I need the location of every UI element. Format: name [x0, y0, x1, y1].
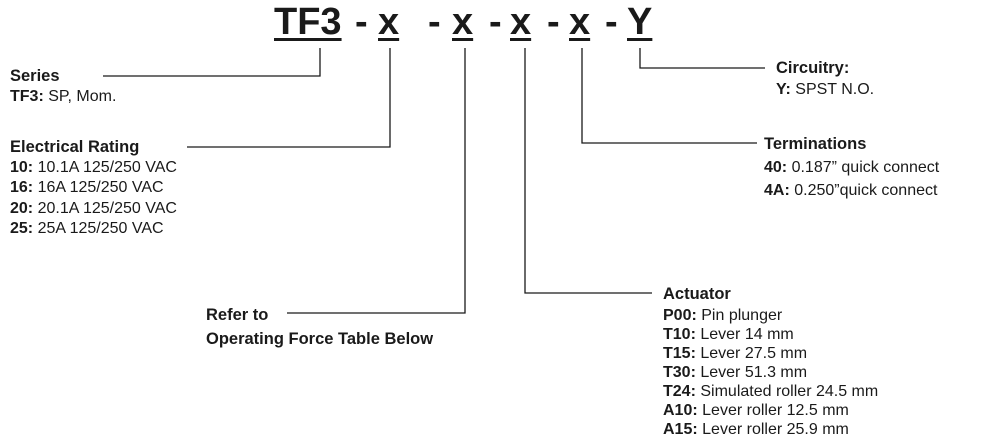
terminations-heading: Terminations — [764, 135, 867, 153]
code-terminations: x — [569, 1, 591, 43]
code-dash: - — [428, 1, 441, 43]
actuator-row: T15: Lever 27.5 mm — [663, 345, 808, 362]
code-actuator: x — [510, 1, 532, 43]
rating-connector — [187, 48, 391, 148]
terminations-row: 4A: 0.250”quick connect — [764, 182, 938, 199]
code-rating: x — [378, 1, 400, 43]
series-row: TF3: SP, Mom. — [10, 87, 117, 105]
actuator-row: T24: Simulated roller 24.5 mm — [663, 383, 879, 400]
actuator-connector — [524, 48, 652, 294]
rating-row: 16: 16A 125/250 VAC — [10, 179, 164, 196]
code-dash: - — [355, 1, 368, 43]
circuitry-row: Y: SPST N.O. — [776, 81, 875, 98]
rating-row: 20: 20.1A 125/250 VAC — [10, 199, 177, 217]
terminations-block: Terminations 40: 0.187” quick connect 4A… — [764, 133, 939, 202]
rating-row: 25: 25A 125/250 VAC — [10, 220, 164, 237]
terminations-connector — [581, 48, 757, 144]
code-force: x — [452, 1, 474, 43]
rating-heading: Electrical Rating — [10, 138, 140, 156]
actuator-row: A15: Lever roller 25.9 mm — [663, 421, 849, 438]
circuitry-heading: Circuitry: — [776, 59, 850, 77]
series-connector — [103, 48, 321, 77]
code-dash: - — [547, 1, 560, 43]
code-dash: - — [605, 1, 618, 43]
refer-line1: Refer to — [206, 306, 269, 324]
connector-lines — [103, 48, 765, 314]
actuator-row: A10: Lever roller 12.5 mm — [663, 402, 849, 419]
actuator-row: T30: Lever 51.3 mm — [663, 364, 808, 381]
refer-connector — [287, 48, 466, 314]
circuitry-connector — [639, 48, 765, 69]
series-heading: Series — [10, 67, 60, 85]
actuator-row: P00: Pin plunger — [663, 307, 783, 324]
rating-block: Electrical Rating 10: 10.1A 125/250 VAC … — [10, 137, 177, 240]
rating-row: 10: 10.1A 125/250 VAC — [10, 158, 177, 176]
refer-block: Refer to Operating Force Table Below — [206, 303, 433, 351]
code-circuitry: Y — [627, 1, 653, 43]
actuator-block: Actuator P00: Pin plunger T10: Lever 14 … — [663, 285, 878, 439]
actuator-heading: Actuator — [663, 285, 731, 303]
code-series: TF3 — [274, 1, 342, 43]
circuitry-block: Circuitry: Y: SPST N.O. — [776, 58, 874, 100]
code-dash: - — [489, 1, 502, 43]
actuator-row: T10: Lever 14 mm — [663, 326, 794, 343]
series-block: Series TF3: SP, Mom. — [10, 66, 116, 107]
refer-line2: Operating Force Table Below — [206, 330, 434, 348]
part-number-diagram: TF3 - x - x - x - x - Y Series TF3: SP, … — [10, 1, 939, 438]
terminations-row: 40: 0.187” quick connect — [764, 159, 940, 176]
